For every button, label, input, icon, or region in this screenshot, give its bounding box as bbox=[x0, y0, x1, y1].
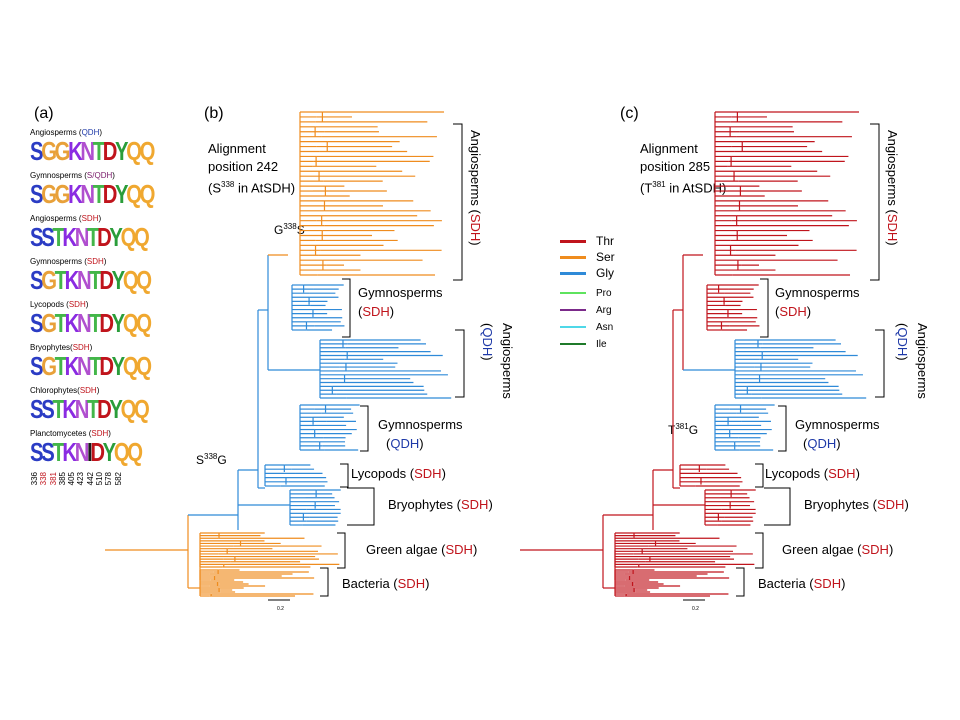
clade-gymnosperms-qdh-c: Gymnosperms (QDH) bbox=[795, 417, 880, 451]
clade-green-algae-c: Green algae (SDH) bbox=[782, 542, 894, 557]
legend-swatch bbox=[560, 240, 586, 244]
logo-sequence: SGGKNTDYQQ bbox=[30, 179, 156, 209]
legend-label: Ile bbox=[596, 339, 607, 350]
legend-swatch bbox=[560, 309, 586, 312]
panel-a-label: (a) bbox=[34, 105, 54, 122]
legend-label: Gly bbox=[596, 266, 614, 280]
clade-gymnosperms-sdh-c: Gymnosperms (SDH) bbox=[775, 285, 860, 319]
legend-swatch bbox=[560, 292, 586, 295]
panel-c-scale-label: 0.2 bbox=[692, 606, 699, 612]
panel-b-label: (b) bbox=[204, 105, 224, 122]
legend-label: Ser bbox=[596, 250, 615, 264]
clade-bacteria-b: Bacteria (SDH) bbox=[342, 576, 430, 591]
logo-title: Chlorophytes(SDH) bbox=[30, 386, 100, 395]
clade-gymnosperms-qdh-b: Gymnosperms (QDH) bbox=[378, 417, 463, 451]
logo-block: Planctomycetes (SDH)SSTKNIDYQQ bbox=[30, 429, 170, 466]
clade-lycopods-c: Lycopods (SDH) bbox=[765, 466, 860, 481]
legend-item: Ser bbox=[560, 250, 615, 264]
logo-title: Gymnosperms (SDH) bbox=[30, 257, 107, 266]
legend-label: Arg bbox=[596, 305, 612, 316]
legend-item: Ile bbox=[560, 339, 607, 350]
clade-angiosperms-qdh-c: Angiosperms (QDH) bbox=[895, 323, 930, 399]
logo-title: Angiosperms (SDH) bbox=[30, 214, 102, 223]
logo-block: Angiosperms (SDH)SSTKNTDYQQ bbox=[30, 214, 170, 251]
clade-green-algae-b: Green algae (SDH) bbox=[366, 542, 478, 557]
clade-angiosperms-sdh-c: Angiosperms (SDH) bbox=[885, 130, 900, 246]
panel-c-mutation: T381G bbox=[668, 422, 699, 437]
logo-title: Lycopods (SDH) bbox=[30, 300, 89, 309]
logo-block: Chlorophytes(SDH)SSTKNTDYQQ bbox=[30, 386, 170, 423]
logo-block: Bryophytes(SDH)SGTKNTDYQQ bbox=[30, 343, 170, 380]
legend-swatch bbox=[560, 256, 586, 260]
clade-angiosperms-qdh-b: Angiosperms (QDH) bbox=[480, 323, 515, 399]
logo-title: Gymnosperms (S/QDH) bbox=[30, 171, 115, 180]
logo-block: Gymnosperms (S/QDH)SGGKNTDYQQ bbox=[30, 171, 170, 208]
logo-title: Planctomycetes (SDH) bbox=[30, 429, 111, 438]
legend-item: Arg bbox=[560, 305, 612, 316]
clade-bryophytes-c: Bryophytes (SDH) bbox=[804, 497, 909, 512]
logo-sequence: SGTKNTDYQQ bbox=[30, 351, 152, 381]
legend-item: Gly bbox=[560, 266, 614, 280]
panel-b-scale-label: 0.2 bbox=[277, 606, 284, 612]
logo-sequence: SSTKNTDYQQ bbox=[30, 222, 150, 252]
logo-block: Lycopods (SDH)SGTKNTDYQQ bbox=[30, 300, 170, 337]
logo-title: Bryophytes(SDH) bbox=[30, 343, 93, 352]
legend-label: Pro bbox=[596, 288, 612, 299]
legend-swatch bbox=[560, 326, 586, 329]
panel-c-label: (c) bbox=[620, 105, 639, 122]
panel-b-clade-brackets bbox=[320, 123, 465, 597]
logo-sequence: SSTKNTDYQQ bbox=[30, 394, 150, 424]
logo-title: Angiosperms (QDH) bbox=[30, 128, 103, 137]
legend-item: Asn bbox=[560, 322, 613, 333]
panel-b-alignment-title: Alignment position 242 (S338 in AtSDH) bbox=[208, 141, 296, 196]
clade-gymnosperms-sdh-b: Gymnosperms (SDH) bbox=[358, 285, 443, 319]
logo-sequence: SGTKNTDYQQ bbox=[30, 308, 152, 338]
clade-lycopods-b: Lycopods (SDH) bbox=[351, 466, 446, 481]
logo-sequence: SGGKNTDYQQ bbox=[30, 136, 156, 166]
legend-item: Thr bbox=[560, 234, 614, 248]
legend-label: Asn bbox=[596, 322, 614, 333]
legend-label: Thr bbox=[596, 234, 614, 248]
panel-c-alignment-title: Alignment position 285 (T381 in AtSDH) bbox=[640, 141, 727, 196]
legend-item: Pro bbox=[560, 288, 612, 299]
clade-angiosperms-sdh-b: Angiosperms (SDH) bbox=[468, 130, 483, 246]
legend-swatch bbox=[560, 343, 586, 346]
panel-b-mutation-loss: S338G bbox=[196, 452, 227, 467]
clade-bryophytes-b: Bryophytes (SDH) bbox=[388, 497, 493, 512]
logo-block: Angiosperms (QDH)SGGKNTDYQQ bbox=[30, 128, 170, 165]
clade-bacteria-c: Bacteria (SDH) bbox=[758, 576, 846, 591]
legend-swatch bbox=[560, 272, 586, 276]
logo-sequence: SGTKNTDYQQ bbox=[30, 265, 152, 295]
panel-c-clade-brackets bbox=[736, 123, 885, 597]
logo-block: Gymnosperms (SDH)SGTKNTDYQQ bbox=[30, 257, 170, 294]
logo-sequence: SSTKNIDYQQ bbox=[30, 437, 143, 467]
